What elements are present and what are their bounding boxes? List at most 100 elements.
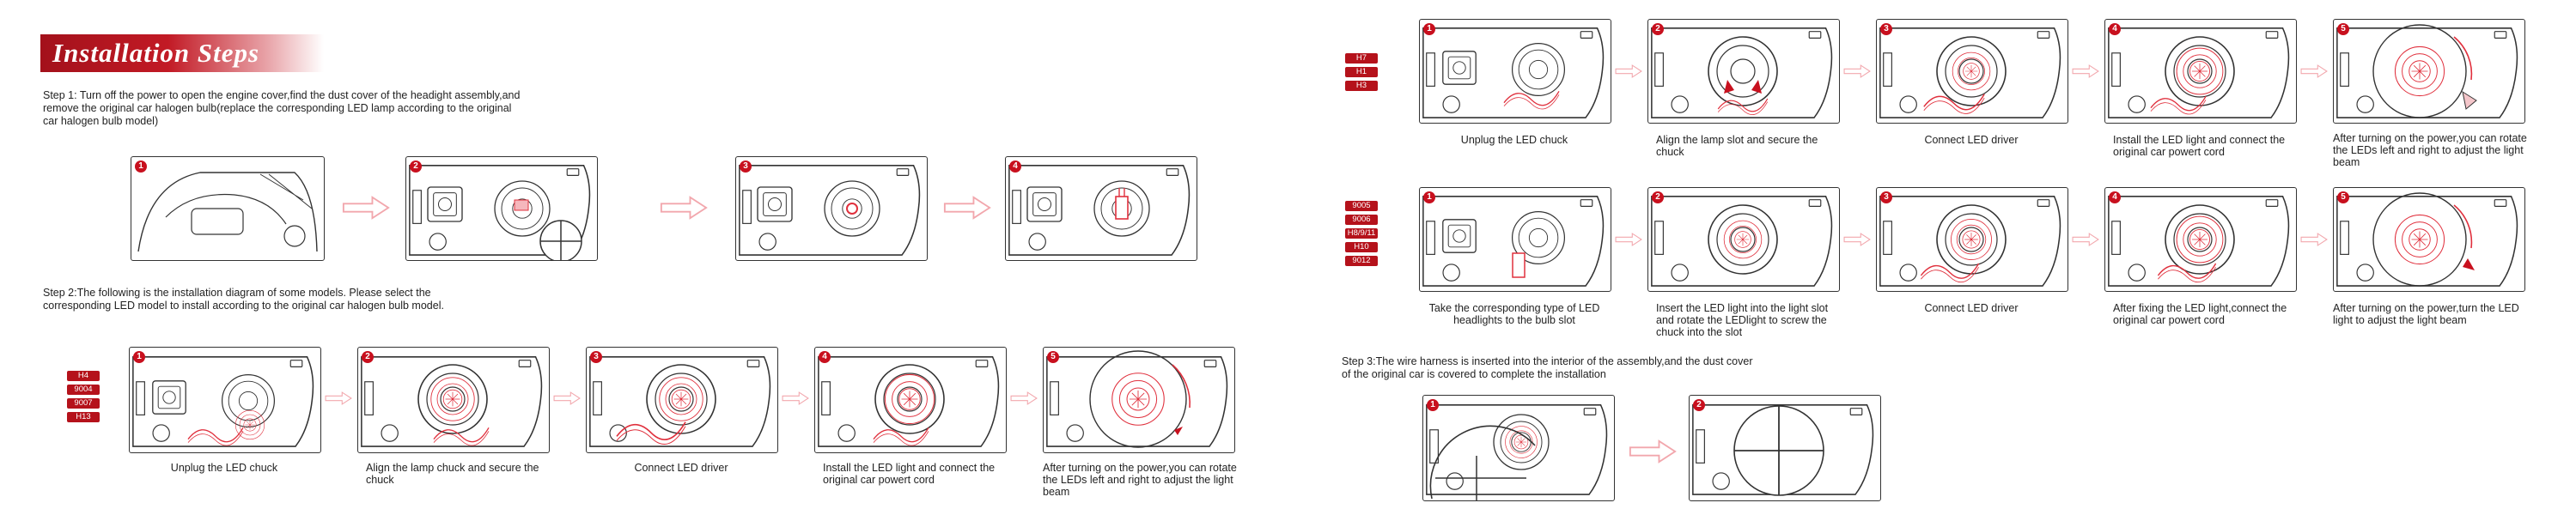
step-badge: 1	[1427, 399, 1439, 411]
caption: Connect LED driver	[1924, 134, 2019, 146]
headlight-housing-illustration	[739, 165, 921, 256]
groupB-panel-1: 1	[1419, 19, 1611, 124]
housing-closeup-illustration	[1879, 196, 2061, 287]
groupC-panel-4: 4	[2104, 187, 2297, 292]
step-badge: 3	[1880, 191, 1892, 203]
step-badge: 1	[1423, 23, 1435, 35]
title-banner: Installation Steps	[40, 34, 324, 72]
caption: Unplug the LED chuck	[170, 462, 278, 474]
step-badge: 1	[133, 351, 145, 363]
model-tag: H10	[1345, 242, 1378, 252]
arrow-right-icon	[943, 196, 991, 220]
step-badge: 1	[1423, 191, 1435, 203]
arrow-right-icon	[1615, 64, 1642, 79]
model-tag: H4	[67, 371, 100, 381]
housing-closeup-illustration	[2108, 27, 2290, 118]
groupC-panel-1: 1	[1419, 187, 1611, 292]
caption: After turning on the power,you can rotat…	[2333, 132, 2527, 168]
housing-closeup-illustration	[1651, 196, 1833, 287]
dust-cover-installed-illustration	[1692, 403, 1874, 496]
arrow-right-icon	[1615, 232, 1642, 247]
step-badge: 2	[410, 161, 422, 173]
model-tag: H7	[1345, 53, 1378, 64]
step-badge: 4	[2109, 191, 2121, 203]
housing-closeup-illustration	[2108, 196, 2290, 287]
step-badge: 5	[2337, 191, 2349, 203]
engine-bay-illustration	[137, 172, 318, 252]
headlight-housing-illustration	[1422, 27, 1605, 118]
step-badge: 4	[2109, 23, 2121, 35]
headlight-housing-illustration	[409, 165, 591, 260]
housing-closeup-illustration	[361, 355, 543, 447]
step-badge: 4	[819, 351, 831, 363]
arrow-right-icon	[2300, 64, 2328, 79]
step-badge: 3	[590, 351, 602, 363]
step1-panel-1: 1	[131, 156, 325, 261]
arrow-right-icon	[782, 391, 809, 406]
model-tag: 9007	[67, 398, 100, 409]
arrow-right-icon	[2072, 232, 2099, 247]
groupC-panel-2: 2	[1647, 187, 1840, 292]
step3-text: Step 3:The wire harness is inserted into…	[1342, 355, 1753, 380]
step3-panel-1: 1	[1422, 395, 1615, 501]
groupB-panel-4: 4	[2104, 19, 2297, 124]
step-badge: 5	[1047, 351, 1059, 363]
model-tag: H3	[1345, 81, 1378, 91]
arrow-right-icon	[1843, 232, 1871, 247]
led-rotation-illustration	[2336, 24, 2518, 118]
step-badge: 1	[135, 161, 147, 173]
arrow-right-icon	[342, 196, 390, 220]
housing-closeup-illustration	[1879, 27, 2061, 118]
groupC-panel-3: 3	[1876, 187, 2068, 292]
step1-panel-2: 2	[405, 156, 598, 261]
step-badge: 3	[740, 161, 752, 173]
model-tag: H1	[1345, 67, 1378, 77]
caption: Align the lamp slot and secure the chuck	[1656, 134, 1818, 158]
caption: Unplug the LED chuck	[1460, 134, 1568, 146]
step-badge: 2	[1652, 23, 1664, 35]
step-badge: 4	[1009, 161, 1021, 173]
headlight-housing-illustration	[132, 355, 314, 447]
groupA-panel-3: 3	[586, 347, 778, 453]
step1-text: Step 1: Turn off the power to open the e…	[43, 89, 521, 127]
arrow-right-icon	[660, 196, 708, 220]
step3-panel-2: 2	[1689, 395, 1881, 501]
step-badge: 5	[2337, 23, 2349, 35]
arrow-right-icon	[2300, 232, 2328, 247]
caption: Insert the LED light into the light slot…	[1656, 302, 1829, 338]
groupA-panel-5: 5	[1043, 347, 1235, 453]
model-tag: 9006	[1345, 215, 1378, 225]
led-rotation-illustration	[1046, 350, 1228, 448]
groupA-panel-1: 1	[129, 347, 321, 453]
model-tags-group-c: 9005 9006 H8/9/11 H10 9012	[1345, 201, 1378, 270]
headlight-housing-illustration	[1008, 165, 1191, 256]
caption: After turning on the power,you can rotat…	[1043, 462, 1237, 498]
caption: Connect LED driver	[634, 462, 728, 474]
groupA-panel-2: 2	[357, 347, 550, 453]
caption: Align the lamp chuck and secure the chuc…	[366, 462, 539, 486]
dust-cover-illustration	[1426, 403, 1608, 500]
step1-panel-3: 3	[735, 156, 928, 261]
groupA-panel-4: 4	[814, 347, 1007, 453]
groupB-panel-5: 5	[2333, 19, 2525, 124]
step2-text: Step 2:The following is the installation…	[43, 287, 444, 312]
step1-panel-4: 4	[1005, 156, 1197, 261]
model-tag: 9005	[1345, 201, 1378, 211]
led-rotation-illustration	[2336, 192, 2518, 287]
model-tag: 9004	[67, 385, 100, 395]
model-tags-group-b: H7 H1 H3	[1345, 53, 1378, 94]
model-tag: H13	[67, 412, 100, 422]
step-badge: 3	[1880, 23, 1892, 35]
groupB-panel-2: 2	[1647, 19, 1840, 124]
step-badge: 2	[1652, 191, 1664, 203]
model-tag: H8/9/11	[1345, 228, 1378, 239]
groupB-panel-3: 3	[1876, 19, 2068, 124]
caption: Connect LED driver	[1924, 302, 2019, 314]
groupC-panel-5: 5	[2333, 187, 2525, 292]
caption: Install the LED light and connect the or…	[2113, 134, 2286, 158]
housing-closeup-illustration	[818, 355, 1000, 447]
arrow-right-icon	[1010, 391, 1038, 406]
step-badge: 2	[1693, 399, 1705, 411]
caption: Install the LED light and connect the or…	[823, 462, 996, 486]
caption: After turning on the power,turn the LED …	[2333, 302, 2519, 326]
